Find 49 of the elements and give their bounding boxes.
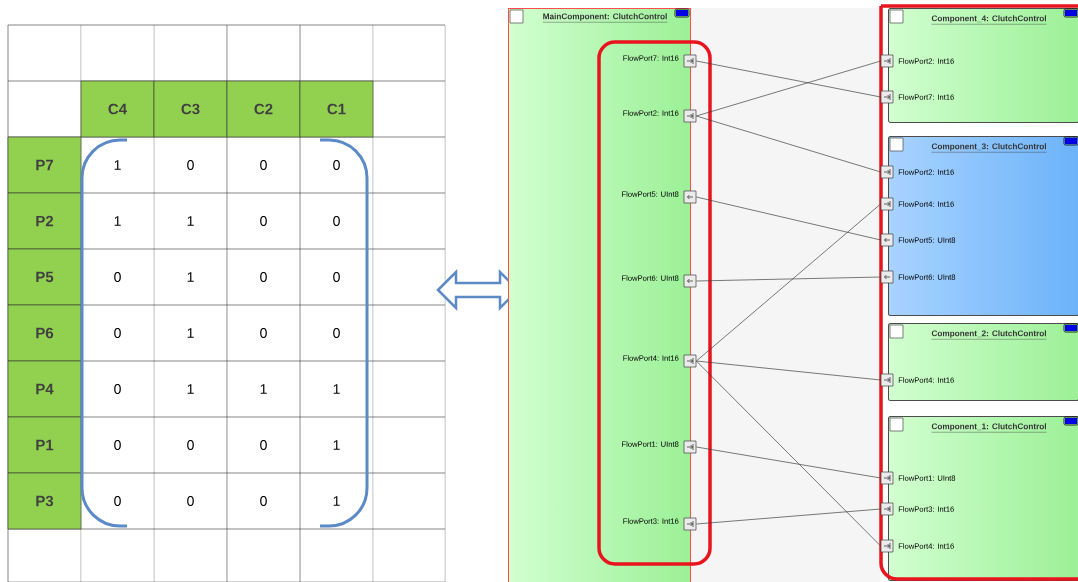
table-value: 1: [260, 384, 267, 394]
connector: [696, 203, 881, 362]
header-cell: C3: [153, 80, 228, 138]
table-value: 1: [187, 272, 194, 282]
table-value: 1: [187, 216, 194, 226]
table-value: 0: [114, 328, 121, 338]
header-cell: P2: [7, 192, 82, 250]
table-value: 0: [187, 496, 194, 506]
connector: [696, 115, 881, 173]
table-value: 0: [260, 440, 267, 450]
table-value: 0: [260, 160, 267, 170]
header-cell: P5: [7, 248, 82, 306]
connector: [696, 60, 881, 117]
header-cell: P3: [7, 472, 82, 530]
header-cell: P7: [7, 136, 82, 194]
table-value: 0: [187, 160, 194, 170]
connector: [696, 60, 881, 98]
table-value: 0: [333, 216, 340, 226]
connector: [696, 276, 881, 282]
table-value: 1: [333, 496, 340, 506]
connector: [696, 508, 881, 525]
table-value: 1: [114, 216, 121, 226]
table-value: 0: [333, 160, 340, 170]
connector: [696, 446, 881, 479]
table-value: 0: [333, 272, 340, 282]
header-cell: P1: [7, 416, 82, 474]
table-value: 1: [187, 328, 194, 338]
table-value: 0: [260, 496, 267, 506]
connector: [696, 360, 881, 547]
header-cell: C4: [80, 80, 155, 138]
header-cell: P6: [7, 304, 82, 362]
table-value: 1: [333, 440, 340, 450]
header-cell: C1: [299, 80, 374, 138]
header-cell: C2: [226, 80, 301, 138]
table-value: 0: [187, 440, 194, 450]
table-value: 1: [114, 160, 121, 170]
table-value: 0: [333, 328, 340, 338]
table-value: 0: [114, 440, 121, 450]
table-value: 0: [114, 384, 121, 394]
table-value: 0: [260, 328, 267, 338]
table-value: 0: [260, 272, 267, 282]
header-cell: P4: [7, 360, 82, 418]
table-value: 1: [187, 384, 194, 394]
connector: [696, 360, 881, 381]
table-value: 1: [333, 384, 340, 394]
connector: [696, 196, 881, 241]
table-value: 0: [260, 216, 267, 226]
table-value: 0: [114, 272, 121, 282]
table-value: 0: [114, 496, 121, 506]
